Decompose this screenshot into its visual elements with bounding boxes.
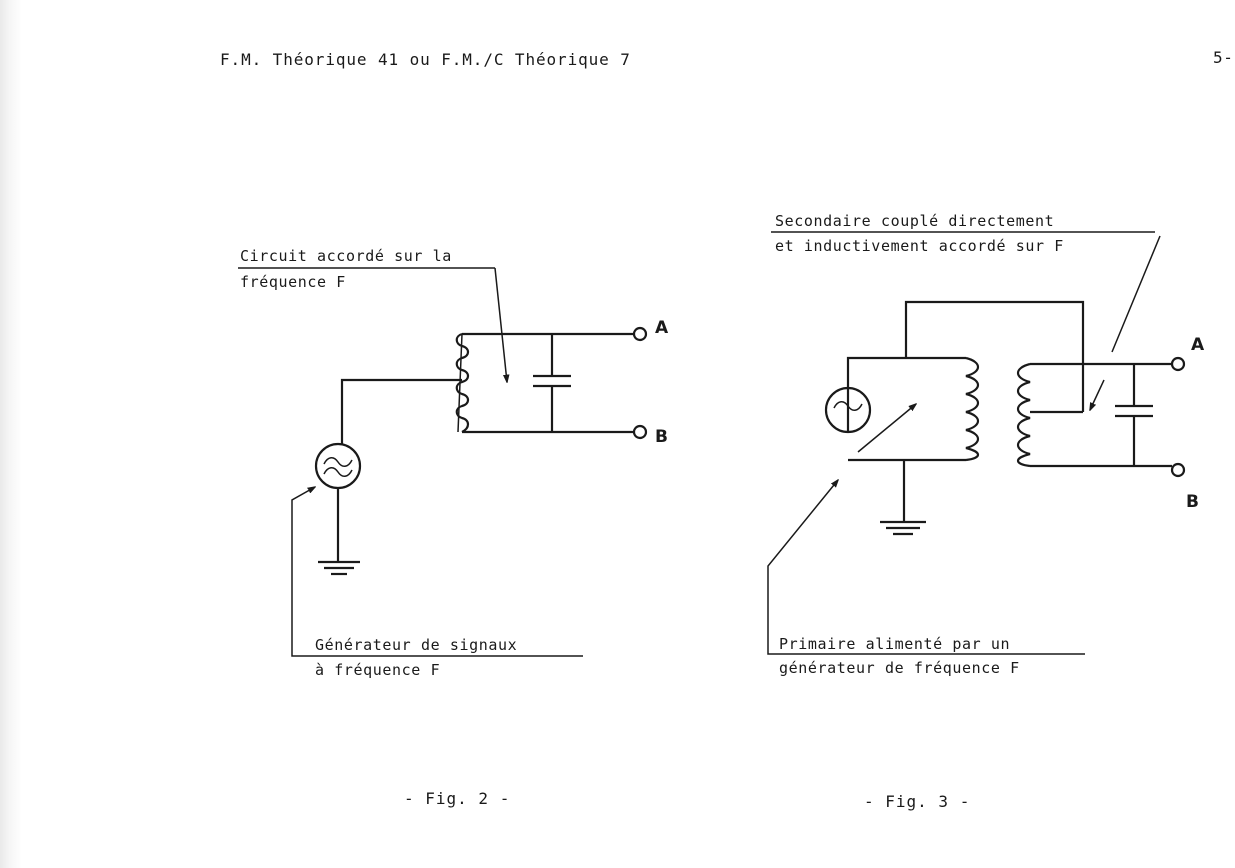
fig3-schematic — [767, 231, 1186, 655]
fig2-generator-label-line2: à fréquence F — [315, 661, 441, 679]
fig2-sine-wave-icon-2 — [323, 467, 353, 477]
fig3-signal-generator-icon — [824, 386, 872, 434]
fig3-primary-top-wire — [846, 356, 966, 432]
fig2-terminal-a — [632, 326, 648, 342]
fig3-primary-leader-line — [767, 480, 1085, 655]
fig3-secondary-label-line2: et inductivement accordé sur F — [775, 237, 1064, 255]
fig3-primary-label-line1: Primaire alimenté par un — [779, 635, 1011, 653]
fig2-terminal-a-label: A — [655, 318, 669, 338]
fig3-generator-arrow — [857, 404, 916, 453]
fig2-generator-leader-line — [291, 487, 583, 657]
fig2-coil-frame — [457, 333, 463, 433]
fig2-circuit-label-line2: fréquence F — [240, 273, 346, 291]
fig2-terminal-b — [632, 424, 648, 440]
fig2-caption: - Fig. 2 - — [404, 789, 511, 808]
fig3-secondary-coil-icon — [1016, 362, 1031, 468]
page-header: F.M. Théorique 41 ou F.M./C Théorique 7 — [220, 50, 631, 69]
page-number: 5- — [1213, 48, 1234, 67]
fig3-primary-coil-icon — [965, 356, 980, 462]
fig2-circuit-leader-line — [494, 267, 507, 382]
fig3-secondary-leader-line — [1111, 235, 1161, 353]
fig2-inductor-coil-icon — [455, 332, 470, 433]
fig3-terminal-b — [1170, 462, 1186, 478]
fig3-secondary-arrow — [1090, 379, 1105, 410]
fig2-schematic — [238, 267, 648, 657]
fig3-primary-label-line2: générateur de fréquence F — [779, 659, 1020, 677]
fig2-signal-generator-icon — [314, 442, 362, 490]
scan-edge-shadow — [0, 0, 22, 868]
fig2-circuit-label-line1: Circuit accordé sur la — [240, 247, 452, 265]
fig2-generator-label-line1: Générateur de signaux — [315, 636, 518, 654]
fig3-terminal-a — [1170, 356, 1186, 372]
fig3-terminal-a-label: A — [1191, 335, 1205, 355]
fig3-terminal-b-label: B — [1186, 492, 1199, 512]
fig2-tap-wire — [340, 378, 462, 444]
fig2-terminal-b-label: B — [655, 427, 668, 447]
fig2-sine-wave-icon — [323, 457, 353, 467]
fig3-secondary-label-line1: Secondaire couplé directement — [775, 212, 1055, 230]
fig3-sine-wave-icon — [833, 401, 863, 411]
fig3-direct-coupling-wire — [904, 300, 1085, 412]
fig3-caption: - Fig. 3 - — [864, 792, 971, 811]
